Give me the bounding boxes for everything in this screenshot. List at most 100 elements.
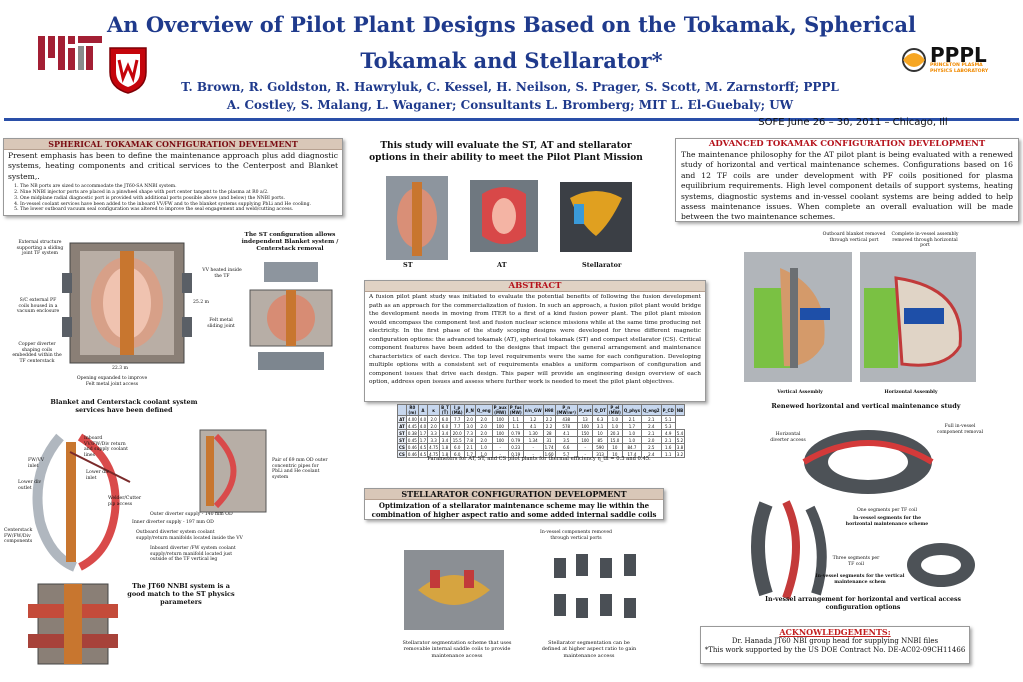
table-header-cell: NB <box>674 404 686 416</box>
uw-crest-icon <box>109 47 147 94</box>
table-cell: 6.6 <box>554 443 578 451</box>
authors: T. Brown, R. Goldston, R. Hawryluk, C. K… <box>150 78 870 114</box>
table-cell: 1.0 <box>621 436 642 444</box>
table-cell: 100 <box>576 436 594 444</box>
table-cell: 1.6 <box>660 443 676 451</box>
table-cell: 4.0 <box>417 422 429 430</box>
table-cell: 20.3 <box>606 429 623 437</box>
table-cell: 2.0 <box>427 422 441 430</box>
table-cell: 4.1 <box>554 429 578 437</box>
table-cell: 15.5 <box>449 436 465 444</box>
table-header-cell: Q_eng2 <box>640 404 662 416</box>
table-header-cell: Q_DT <box>592 404 608 416</box>
table-cell: - <box>522 443 544 451</box>
table-cell: 85 <box>592 436 608 444</box>
conference-label: SOFE June 26 – 30, 2011 – Chicago, Ill <box>758 117 948 128</box>
list-item: In-vessel coolant services have been add… <box>20 202 338 208</box>
label-three-segments: Three segments per TF coil <box>832 556 880 567</box>
table-cell: 20.0 <box>449 429 465 437</box>
table-header-cell: P_el (MW) <box>606 404 623 416</box>
table-cell: 1.34 <box>522 436 544 444</box>
table-cell: 31 <box>542 436 556 444</box>
table-header-cell: n/n_GW <box>522 404 544 416</box>
table-cell: 7.7 <box>449 422 465 430</box>
table-header-cell: κ <box>427 404 441 416</box>
table-header-cell: B_T (T) <box>439 404 451 416</box>
st-device-illustration <box>62 242 192 364</box>
label-inner-supply: Inner diverter supply - 197 mm OD <box>132 520 214 525</box>
table-cell: 2.4 <box>640 422 662 430</box>
table-cell: 3.1 <box>592 422 608 430</box>
stellarator-config-image <box>560 182 632 252</box>
table-cell: 100 <box>491 422 509 430</box>
pppl-subtitle: PRINCETON PLASMA PHYSICS LABORATORY <box>930 63 989 74</box>
advanced-heading: ADVANCED TOKAMAK CONFIGURATION DEVELOPME… <box>676 139 1018 149</box>
label-outboard-return: Outboard diverter system coolant supply/… <box>136 530 243 541</box>
full-invessel-removal-illustration <box>802 430 934 494</box>
table-cell: 3.2 <box>674 450 686 458</box>
table-header-cell: R0 (m) <box>405 404 419 416</box>
stellarator-segmentation-right <box>554 554 636 618</box>
table-cell: 2.0 <box>474 436 493 444</box>
table-cell: 578 <box>554 422 578 430</box>
table-cell: 0.23 <box>507 443 524 451</box>
list-item: The lower outboard vacuum seal configura… <box>20 207 338 213</box>
table-cell: 1.0 <box>606 422 623 430</box>
list-item: The NB ports are sized to accommodate th… <box>20 184 338 190</box>
stellarator-subtitle: Optimization of a stellarator maintenanc… <box>371 501 657 519</box>
caption-jt60: The JT60 NNBI system is a good match to … <box>127 582 235 606</box>
table-cell: 1.2 <box>522 415 544 423</box>
table-cell: 2.2 <box>542 415 556 423</box>
label-fw-vv-inlet: FW/VV inlet <box>28 458 45 469</box>
table-cell: 5.3 <box>660 422 676 430</box>
label-copper: Copper diverter shaping coils embedded w… <box>12 342 62 364</box>
caption-renewed: Renewed horizontal and vertical maintena… <box>771 402 961 410</box>
table-cell: 4.0 <box>417 415 429 423</box>
table-cell: 4.1 <box>522 422 544 430</box>
label-one-segment: One segments per TF coil <box>857 508 917 513</box>
table-header-cell: H98 <box>542 404 556 416</box>
tokamak-ring-illustration <box>907 543 975 587</box>
table-cell: 2.0 <box>474 422 493 430</box>
list-item: Nine NNBI injector ports are placed in a… <box>20 190 338 196</box>
label-st: ST <box>403 261 413 269</box>
table-cell: 1.0 <box>606 415 623 423</box>
table-cell: 2.0 <box>474 415 493 423</box>
table-cell: 17.4 <box>621 450 642 458</box>
caption-arrangement: In-vessel arrangement for horizontal and… <box>765 596 961 611</box>
stellarator-segmentation-left <box>404 550 504 630</box>
table-cell: 0.45 <box>405 436 419 444</box>
header-rule <box>4 118 1019 121</box>
table-header-cell: A <box>417 404 429 416</box>
table-cell: 84.7 <box>621 443 642 451</box>
table-cell: - <box>576 443 594 451</box>
table-cell: 313 <box>592 450 608 458</box>
abstract-text: A fusion pilot plant study was initiated… <box>369 294 701 385</box>
table-cell: 4.5 <box>417 450 429 458</box>
label-invessel-horizontal: In-vessel segments for the horizontal ma… <box>845 516 929 527</box>
table-cell: 2.1 <box>660 436 676 444</box>
table-cell: 1.1 <box>507 415 524 423</box>
table-cell: 2.0 <box>640 436 662 444</box>
table-header-cell: P_CD <box>660 404 676 416</box>
st-config-image <box>386 176 448 260</box>
table-cell: 100 <box>491 429 509 437</box>
table-cell: 0.19 <box>507 450 524 458</box>
table-cell: 150 <box>576 429 594 437</box>
table-header-cell: I_p (MA) <box>449 404 465 416</box>
table-cell: ST <box>397 436 407 444</box>
pppl-logo: PPPL <box>902 43 987 72</box>
label-horizontal-diverter: Horizontal diverter access <box>770 432 806 443</box>
abstract-box: ABSTRACT A fusion pilot plant study was … <box>364 280 706 402</box>
spherical-intro: Present emphasis has been to define the … <box>8 151 338 181</box>
spherical-box: SPHERICAL TOKAMAK CONFIGURATION DEVELMEN… <box>3 138 343 216</box>
table-cell: 438 <box>554 415 578 423</box>
label-lower-div-outlet: Lower div outlet <box>18 480 42 491</box>
table-cell: 10 <box>592 429 608 437</box>
label-at: AT <box>497 261 507 269</box>
label-full-invessel: Full in-vessel component removal <box>936 424 984 435</box>
table-cell: 1.7 <box>417 436 429 444</box>
label-opening: Opening expanded to improve Felt metal j… <box>76 376 148 387</box>
